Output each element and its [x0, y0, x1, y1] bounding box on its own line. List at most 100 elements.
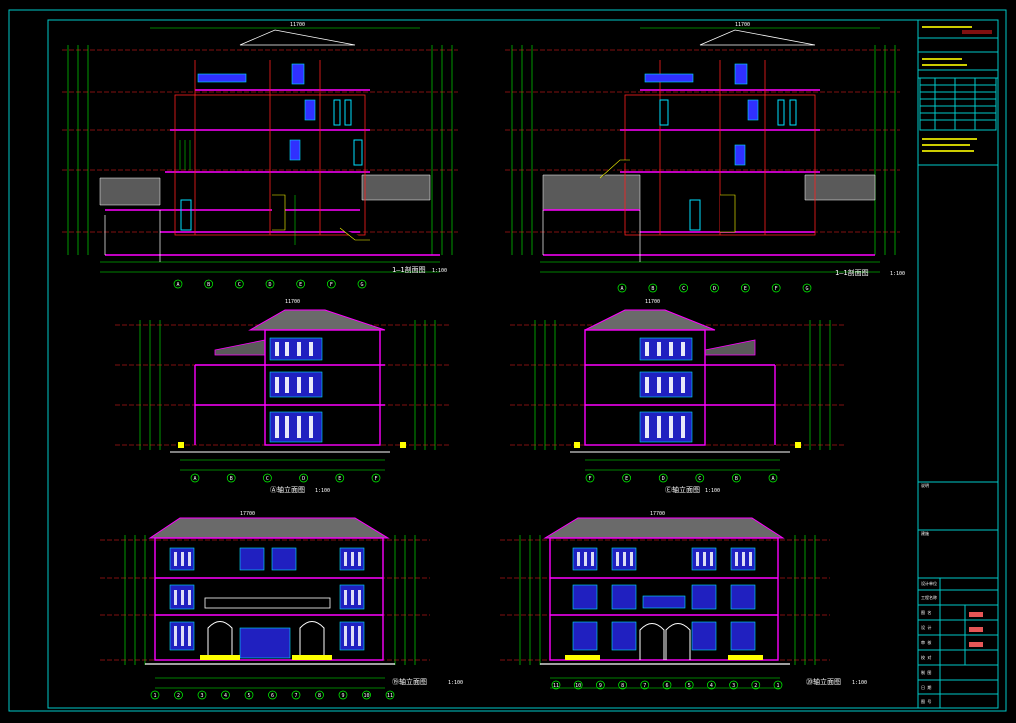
axis-label: F — [330, 282, 333, 288]
axis-bubble — [618, 680, 627, 690]
section-right-scale: 1:100 — [890, 271, 905, 277]
axis-bubble — [226, 473, 236, 483]
front-elevation-left-drawing — [100, 517, 430, 689]
section-right-title: 1—1剖面图 — [835, 268, 869, 277]
axis-label: D — [302, 476, 305, 482]
axis-bubble — [658, 473, 668, 483]
axis-label: C — [698, 476, 701, 482]
axis-label: E — [338, 476, 341, 482]
section-right-drawing — [505, 27, 900, 273]
elevation-right-drawing — [510, 309, 845, 471]
axis-bubble — [173, 279, 183, 289]
title-block — [917, 19, 999, 709]
title-block-note-label: 说明 — [921, 482, 929, 488]
axis-label: 4 — [710, 683, 713, 689]
axis-label: 7 — [643, 683, 646, 689]
axis-bubble — [802, 283, 812, 293]
axis-bubble — [551, 680, 561, 690]
elevation-right-overall-dim: 11700 — [645, 299, 660, 305]
axis-label: D — [713, 286, 716, 292]
axis-bubble — [732, 473, 741, 483]
axis-bubble — [710, 283, 719, 293]
axis-label: 9 — [341, 693, 344, 699]
title-block-row-1: 工程名称 — [921, 594, 937, 600]
axis-label: F — [775, 286, 778, 292]
axis-bubble — [204, 279, 214, 289]
title-block-row-7: 日 期 — [921, 684, 931, 690]
axis-label: B — [735, 476, 738, 482]
axis-label: 2 — [177, 693, 180, 699]
axis-label: 3 — [732, 683, 735, 689]
elevation-right-scale: 1:100 — [705, 488, 720, 494]
front-left-overall-dim: 17700 — [240, 511, 255, 517]
axis-label: 5 — [247, 693, 250, 699]
axis-bubble — [338, 690, 348, 700]
axis-label: 10 — [363, 693, 369, 699]
section-left-drawing — [62, 27, 458, 273]
axis-label: D — [268, 282, 271, 288]
axis-label: 3 — [200, 693, 203, 699]
axis-label: A — [771, 476, 774, 482]
axis-bubble — [768, 473, 778, 483]
axis-bubble — [617, 283, 627, 293]
axis-label: G — [805, 286, 808, 292]
front-left-scale: 1:100 — [448, 680, 463, 686]
elevation-left-scale: 1:100 — [315, 488, 330, 494]
front-right-overall-dim: 17700 — [650, 511, 665, 517]
axis-label: 11 — [387, 693, 393, 699]
axis-bubble — [751, 680, 761, 690]
axis-bubble — [234, 279, 244, 289]
axis-label: F — [374, 476, 377, 482]
axis-bubble — [585, 473, 595, 483]
axis-bubble — [296, 279, 306, 289]
axis-label: E — [744, 286, 747, 292]
title-block-row-0: 设计单位 — [921, 580, 937, 586]
axis-label: A — [176, 282, 179, 288]
front-left-title: ⑲轴立面图 — [392, 677, 427, 686]
axis-bubble — [357, 279, 367, 289]
axis-bubble — [640, 680, 650, 690]
axis-label: E — [625, 476, 628, 482]
axis-bubble — [335, 473, 345, 483]
title-block-row-8: 图 号 — [921, 698, 931, 704]
axis-bubble — [291, 690, 301, 700]
axis-label: G — [360, 282, 363, 288]
front-right-title: ⑳轴立面图 — [806, 677, 841, 686]
front-elevation-right-drawing — [500, 517, 830, 689]
axis-label: E — [299, 282, 302, 288]
title-block-row-6: 制 图 — [921, 669, 931, 675]
axis-bubble — [150, 690, 160, 700]
axis-bubble — [596, 680, 605, 690]
axis-bubble — [362, 690, 371, 700]
axis-label: A — [620, 286, 623, 292]
axis-label: B — [207, 282, 210, 288]
axis-bubble — [190, 473, 200, 483]
axis-bubble — [773, 680, 783, 690]
axis-label: 10 — [575, 683, 581, 689]
axis-bubble — [174, 690, 183, 700]
axis-bubble — [268, 690, 277, 700]
axis-label: 2 — [754, 683, 757, 689]
section-left-overall-dim: 11700 — [290, 22, 305, 28]
axis-label: 9 — [599, 683, 602, 689]
axis-bubble — [244, 690, 254, 700]
axis-label: 8 — [621, 683, 624, 689]
section-right-overall-dim: 11700 — [735, 22, 750, 28]
axis-bubble — [326, 279, 336, 289]
axis-bubble — [265, 279, 275, 289]
axis-bubble — [648, 283, 658, 293]
axis-label: C — [238, 282, 241, 288]
axis-bubble — [385, 690, 395, 700]
axis-label: 8 — [318, 693, 321, 699]
axis-bubble — [197, 690, 207, 700]
title-block-row-5: 校 对 — [921, 654, 931, 660]
axis-label: 1 — [776, 683, 779, 689]
axis-label: F — [588, 476, 591, 482]
axis-bubble — [695, 473, 705, 483]
axis-label: C — [682, 286, 685, 292]
axis-bubble — [679, 283, 689, 293]
axis-bubble — [263, 473, 272, 483]
axis-bubble — [221, 690, 230, 700]
